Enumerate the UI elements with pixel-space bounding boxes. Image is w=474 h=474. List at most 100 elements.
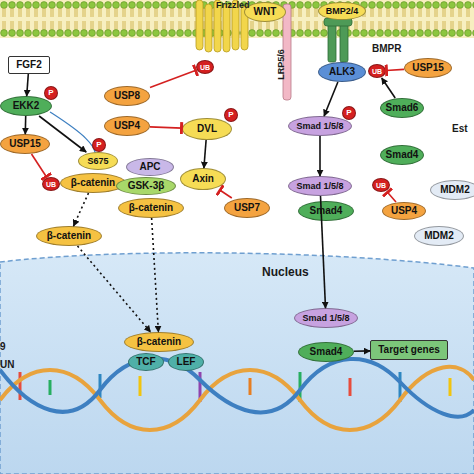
smad-oval: Smad 1/5/8: [294, 308, 358, 328]
compartment-label: Nucleus: [262, 266, 309, 278]
receptor-label: Frizzled: [216, 1, 250, 10]
node-text: Smad4: [310, 206, 343, 216]
node-text: MDM2: [424, 231, 453, 241]
activation-arrow: [382, 78, 396, 98]
inhibition-line: [386, 69, 404, 70]
node-text: LEF: [177, 357, 196, 367]
node-text: β-catenin: [137, 337, 181, 347]
node-text: β-catenin: [71, 178, 115, 188]
activation-arrow: [321, 196, 326, 308]
activation-arrow: [324, 82, 338, 116]
ubiquitin-circle: UB: [368, 64, 386, 78]
node-text: Target genes: [378, 345, 440, 355]
target-box: Target genes: [370, 340, 448, 360]
node-text: TCF: [136, 357, 155, 367]
node-text: Smad 1/5/8: [296, 182, 343, 191]
usp-oval: USP15: [404, 58, 452, 78]
ubiquitin-circle: UB: [196, 60, 214, 74]
node-text: Smad6: [386, 103, 419, 113]
usp-oval: USP4: [104, 116, 150, 136]
node-text: FGF2: [16, 60, 42, 70]
dna-helix: [0, 359, 474, 430]
usp-oval: USP15: [0, 134, 50, 154]
inhibition-line: [150, 70, 196, 87]
protein-oval: MDM2: [414, 226, 464, 246]
protein-oval: DVL: [182, 118, 232, 140]
activation-arrow: [204, 140, 206, 168]
smad-oval: Smad6: [380, 98, 424, 118]
node-text: BMP2/4: [326, 7, 359, 16]
smad-oval: Smad 1/5/8: [288, 116, 352, 136]
smad-oval: Smad4: [298, 201, 354, 221]
activation-arrow: [24, 116, 26, 134]
phospho-circle: P: [342, 106, 356, 120]
node-text: UB: [376, 182, 386, 189]
activation-arrow: [39, 116, 86, 152]
nucleus-region: [0, 253, 474, 474]
cropped-label: 9: [0, 342, 6, 352]
node-text: USP4: [391, 206, 417, 216]
node-text: P: [96, 141, 101, 149]
usp-oval: USP8: [104, 86, 150, 106]
protein-oval: β-catenin: [118, 198, 184, 218]
node-text: UB: [372, 68, 382, 75]
node-text: APC: [139, 162, 160, 172]
cropped-label: Est: [452, 124, 468, 134]
node-text: Smad 1/5/8: [296, 122, 343, 131]
inhibition-line: [32, 154, 47, 177]
site-oval: S675: [78, 152, 118, 170]
activation-arrow: [319, 136, 321, 176]
node-text: DVL: [197, 124, 217, 134]
activation-arrow: [74, 193, 89, 226]
activation-arrow: [152, 218, 159, 332]
usp-oval: USP4: [382, 202, 426, 220]
ubiquitin-circle: UB: [372, 178, 390, 192]
ubiquitin-circle: UB: [42, 177, 60, 191]
phospho-circle: P: [224, 108, 238, 122]
ligand-oval: BMP2/4: [318, 2, 366, 20]
receptor-oval: ALK3: [318, 62, 366, 82]
node-text: USP7: [234, 203, 260, 213]
bmp-receptor: [324, 18, 352, 62]
smad-oval: Smad4: [380, 145, 424, 165]
node-text: Axin: [192, 174, 214, 184]
node-text: USP8: [114, 91, 140, 101]
protein-oval: β-catenin: [124, 332, 194, 352]
activation-arrow: [27, 74, 29, 96]
node-text: S675: [87, 157, 108, 166]
protein-oval: Axin: [180, 168, 226, 190]
inhibition-line: [387, 192, 396, 202]
node-text: β-catenin: [129, 203, 173, 213]
smad-oval: Smad 1/5/8: [288, 176, 352, 196]
protein-oval: MDM2: [430, 180, 474, 200]
node-text: P: [346, 109, 351, 117]
usp-oval: USP7: [224, 198, 270, 218]
node-text: UB: [46, 181, 56, 188]
node-text: USP15: [9, 139, 41, 149]
node-text: P: [228, 111, 233, 119]
node-text: P: [48, 89, 53, 97]
ligand-box: FGF2: [8, 56, 50, 74]
node-text: Smad4: [386, 150, 419, 160]
factor-oval: TCF: [128, 353, 164, 371]
protein-oval: GSK-3β: [116, 177, 176, 195]
phospho-circle: P: [44, 86, 58, 100]
node-text: Smad4: [310, 347, 343, 357]
receptor-label: LRP5/6: [277, 49, 286, 80]
node-text: MDM2: [440, 185, 469, 195]
node-text: ALK3: [329, 67, 355, 77]
inhibition-line: [220, 190, 232, 198]
activation-arrow: [354, 350, 370, 352]
kinase-oval: EKK2: [0, 96, 52, 116]
node-text: EKK2: [13, 101, 40, 111]
node-text: USP15: [412, 63, 444, 73]
cropped-label: UN: [0, 360, 14, 370]
ligand-oval: WNT: [244, 2, 286, 22]
factor-oval: LEF: [168, 353, 204, 371]
smad-oval: Smad4: [298, 342, 354, 362]
node-text: USP4: [114, 121, 140, 131]
inhibition-line: [150, 127, 182, 128]
phospho-circle: P: [92, 138, 106, 152]
